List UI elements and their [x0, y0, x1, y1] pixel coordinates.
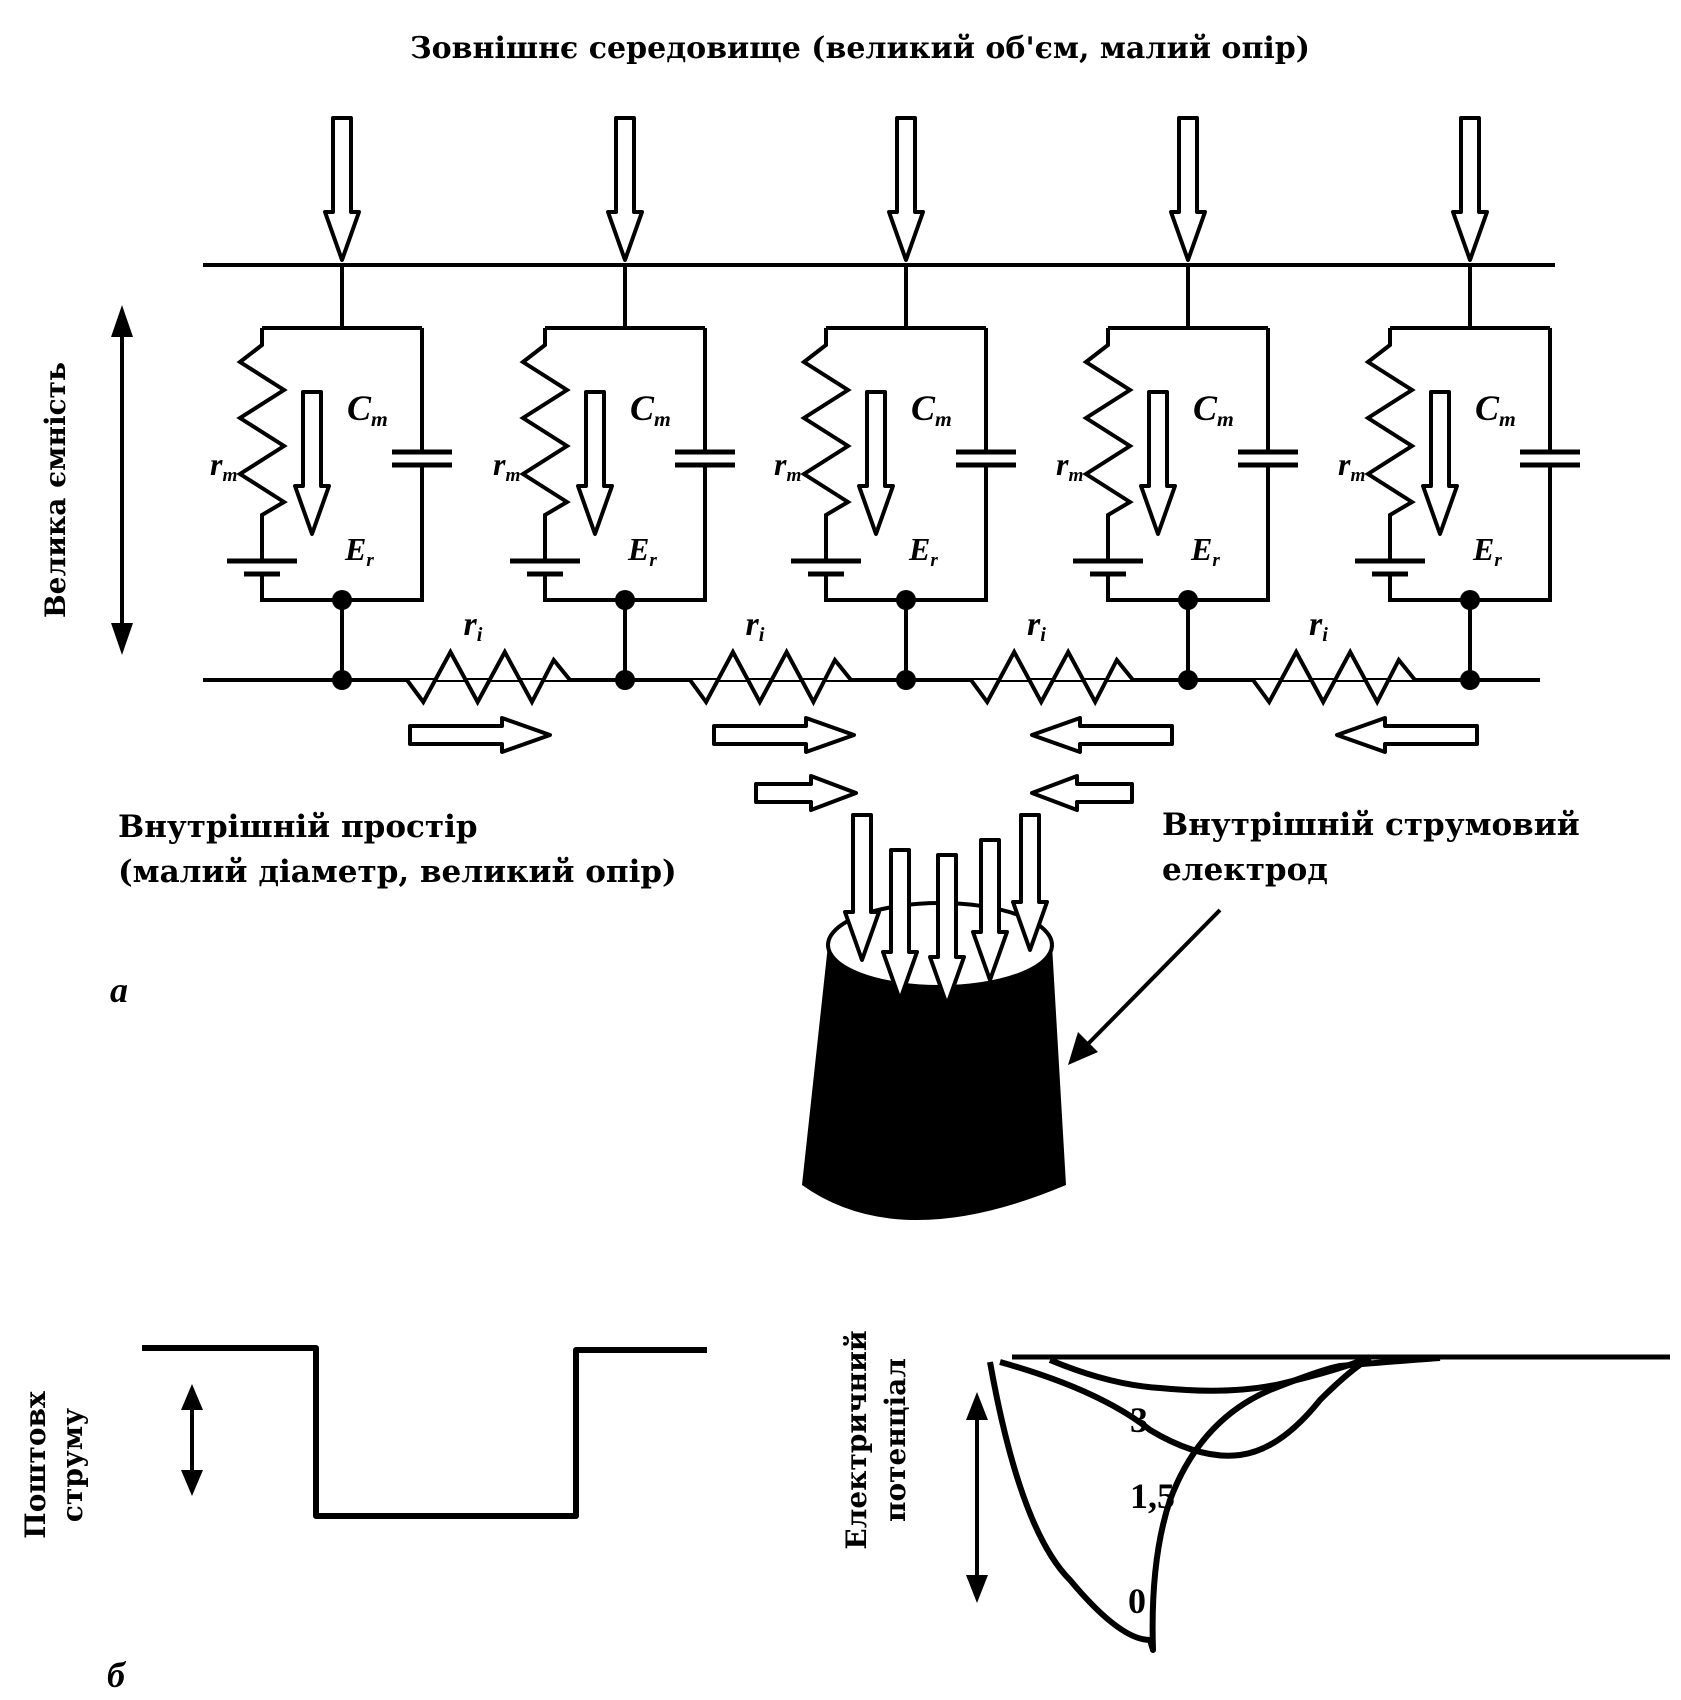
outer-current-arrow	[606, 116, 644, 262]
electrode-inflow-arrow	[881, 848, 919, 1002]
electrode-inflow-arrow	[928, 853, 966, 1007]
membrane-current-arrow	[293, 390, 331, 536]
label-er: Er	[344, 531, 374, 571]
outer-current-arrow	[1169, 116, 1207, 262]
membrane-resistor	[1082, 328, 1134, 560]
membrane-resistor	[236, 328, 288, 560]
pulse-amplitude-arrow	[181, 1384, 203, 1496]
curve-label-1-5: 1,5	[1130, 1476, 1175, 1516]
label-rm: rm	[1338, 446, 1365, 486]
label-er: Er	[1472, 531, 1502, 571]
label-cm: Cm	[1193, 388, 1234, 431]
label-cm: Cm	[911, 388, 952, 431]
outer-current-arrow	[887, 116, 925, 262]
electrode-inflow-arrow	[1011, 813, 1049, 952]
axial-current-arrow	[754, 774, 858, 812]
capacitance-double-arrow	[111, 305, 133, 655]
title-external-medium: Зовнішнє середовище (великий об'єм, мали…	[410, 31, 1310, 66]
axial-current-arrow	[1335, 716, 1479, 754]
membrane-current-arrow	[1139, 390, 1177, 536]
label-large-capacitance: Велика ємність	[39, 362, 72, 618]
potential-curve-0	[987, 1355, 1441, 1653]
label-pulse-line1: Поштовх	[19, 1391, 52, 1539]
current-pulse-trace	[142, 1345, 707, 1519]
label-pulse-line2: струму	[56, 1408, 89, 1522]
internal-resistors: ri ri ri ri	[352, 606, 1460, 707]
electrode-pointer-arrow	[1068, 908, 1222, 1065]
label-ri: ri	[746, 606, 765, 646]
label-ri: ri	[1309, 606, 1328, 646]
membrane-resistor	[800, 328, 852, 560]
curve-label-3: 3	[1130, 1400, 1148, 1440]
label-er: Er	[908, 531, 938, 571]
axial-current-arrow	[1030, 716, 1174, 754]
internal-resistor	[635, 647, 896, 707]
label-potential-line1: Електричний	[840, 1330, 873, 1549]
electrode-inflow-arrow	[971, 838, 1009, 982]
current-flow-arrows	[408, 716, 1479, 812]
label-rm: rm	[493, 446, 520, 486]
potential-amplitude-arrow	[966, 1392, 988, 1603]
current-electrode	[802, 901, 1066, 1220]
label-rm: rm	[1056, 446, 1083, 486]
membrane-current-arrow	[857, 390, 895, 536]
label-ri: ri	[464, 606, 483, 646]
label-electrode-line2: електрод	[1162, 852, 1328, 888]
label-cm: Cm	[1475, 388, 1516, 431]
membrane-resistor	[1364, 328, 1416, 560]
membrane-current-arrow	[576, 390, 614, 536]
axial-current-arrow	[1030, 774, 1134, 812]
label-potential-line2: потенціал	[879, 1358, 912, 1522]
label-electrode-line1: Внутрішній струмовий	[1162, 807, 1580, 843]
label-rm: rm	[774, 446, 801, 486]
axial-current-arrow	[408, 716, 552, 754]
membrane-current-arrow	[1421, 390, 1459, 536]
curve-label-0: 0	[1128, 1581, 1146, 1621]
electrode-inflow-arrow	[843, 813, 881, 962]
internal-resistor	[916, 647, 1178, 707]
label-cm: Cm	[630, 388, 671, 431]
electrode-inflow-arrows	[843, 813, 1049, 1007]
outer-current-arrow	[1451, 116, 1489, 262]
label-inner-space-line2: (малий діаметр, великий опір)	[118, 854, 677, 890]
label-er: Er	[1190, 531, 1220, 571]
internal-resistor	[352, 647, 615, 707]
axial-current-arrow	[712, 716, 856, 754]
label-inner-space-line1: Внутрішній простір	[118, 809, 478, 845]
outer-current-arrow	[323, 116, 361, 262]
panel-label-a: а	[110, 970, 128, 1010]
label-rm: rm	[210, 446, 237, 486]
potential-curve-1-5	[999, 1355, 1372, 1459]
label-cm: Cm	[347, 388, 388, 431]
label-er: Er	[627, 531, 657, 571]
label-ri: ri	[1027, 606, 1046, 646]
internal-resistor	[1198, 647, 1460, 707]
panel-label-b: б	[107, 1655, 127, 1695]
membrane-resistor	[519, 328, 571, 560]
